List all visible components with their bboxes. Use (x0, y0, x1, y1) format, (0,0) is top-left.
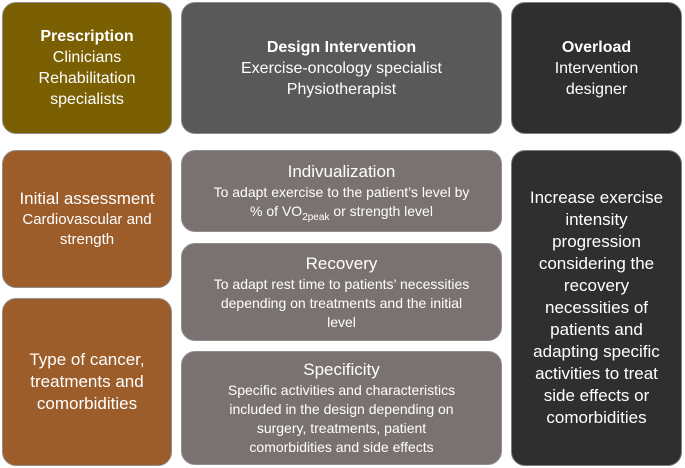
assessment-title: Initial assessment (19, 189, 155, 208)
recovery-title: Recovery (305, 253, 378, 273)
overload-detail-line-11: comorbidities (546, 408, 647, 427)
specificity-line-4: comorbidities and side effects (249, 439, 434, 455)
individualization-line-2: % of VO2peak or strength level (250, 203, 433, 223)
overload-detail-line-6: necessities of (545, 298, 648, 317)
assessment-line-1: Cardiovascular and (22, 211, 152, 228)
specificity-line-2: included in the design depending on (229, 401, 454, 417)
assessment-line-2: strength (59, 231, 115, 248)
cancer-type-box: Type of cancer, treatments and comorbidi… (2, 298, 172, 466)
overload-detail-line-9: activities to treat (535, 364, 658, 383)
recovery-box: Recovery To adapt rest time to patients’… (181, 243, 502, 341)
overload-heading: Overload (561, 38, 632, 56)
prescription-line-3: specialists (50, 91, 124, 108)
design-line-2: Physiotherapist (286, 80, 397, 98)
recovery-line-3: level (327, 313, 356, 330)
cancer-line-2: treatments and (30, 372, 144, 391)
specificity-title: Specificity (303, 360, 380, 379)
cancer-line-3: comorbidities (36, 394, 138, 413)
individualization-title: Indivualization (287, 162, 396, 181)
specificity-line-1: Specific activities and characteristics (227, 382, 456, 398)
cancer-line-1: Type of cancer, (29, 350, 145, 369)
prescription-heading: Prescription (40, 28, 134, 45)
overload-line-1: Intervention (554, 59, 639, 77)
overload-line-2: designer (565, 80, 628, 98)
specificity-box: Specificity Specific activities and char… (181, 351, 502, 465)
prescription-line-2: Rehabilitation (38, 70, 136, 87)
recovery-line-1: To adapt rest time to patients’ necessit… (213, 275, 470, 292)
design-intervention-box: Design Intervention Exercise-oncology sp… (181, 2, 502, 134)
design-line-1: Exercise-oncology specialist (241, 59, 442, 77)
prescription-box: Prescription Clinicians Rehabilitation s… (2, 2, 172, 134)
overload-detail-line-4: considering the (538, 254, 655, 273)
individualization-line-1: To adapt exercise to the patient’s level… (213, 184, 470, 200)
overload-detail-line-1: Increase exercise (529, 188, 664, 207)
overload-detail-line-10: side effects or (543, 386, 650, 405)
overload-detail-line-7: patients and (550, 320, 643, 339)
overload-detail-line-8: adapting specific (533, 342, 660, 361)
design-heading: Design Intervention (266, 38, 417, 56)
overload-box: Overload Intervention designer (511, 2, 682, 134)
overload-detail-box: Increase exercise intensity progression … (511, 150, 682, 466)
overload-detail-line-3: progression (552, 232, 641, 251)
prescription-line-1: Clinicians (52, 49, 122, 66)
overload-detail-line-2: intensity (565, 210, 628, 229)
specificity-line-3: surgery, treatments, patient (256, 420, 427, 436)
individualization-box: Indivualization To adapt exercise to the… (181, 150, 502, 232)
recovery-line-2: depending on treatments and the initial (220, 294, 463, 311)
initial-assessment-box: Initial assessment Cardiovascular and st… (2, 150, 172, 288)
overload-detail-line-5: recovery (563, 276, 630, 295)
